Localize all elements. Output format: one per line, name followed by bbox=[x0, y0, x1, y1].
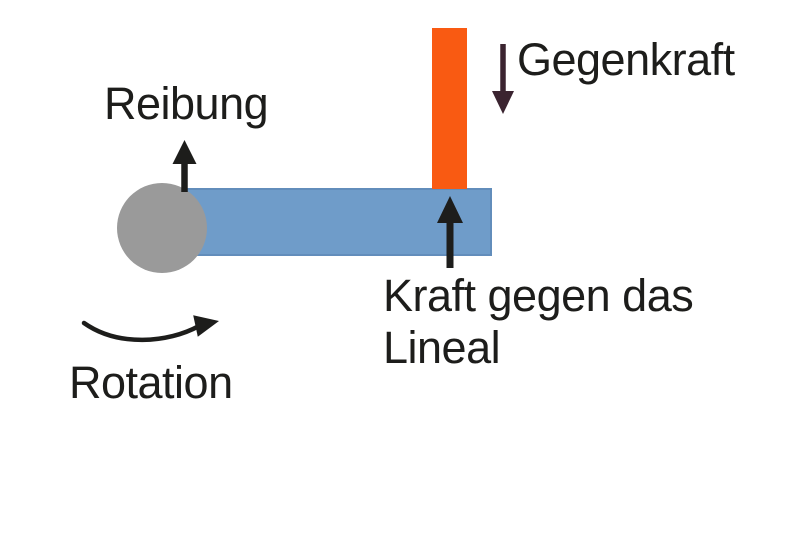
rotation-label: Rotation bbox=[69, 357, 233, 408]
rotation-arrow-head bbox=[193, 315, 219, 337]
rotating-disc bbox=[117, 183, 207, 273]
ruler-bar bbox=[170, 188, 492, 256]
reibung-label: Reibung bbox=[104, 78, 269, 129]
gegenkraft-arrow bbox=[492, 44, 514, 114]
rotation-arrow bbox=[81, 315, 219, 343]
reibung-arrow bbox=[172, 140, 197, 192]
reibung-arrow-head bbox=[172, 140, 197, 164]
rotation-arrow-arc bbox=[81, 320, 202, 343]
orange-rod bbox=[432, 28, 467, 189]
gegenkraft-label: Gegenkraft bbox=[517, 34, 735, 85]
gegenkraft-arrow-head bbox=[492, 91, 514, 114]
kraft-gegen-lineal-label: Kraft gegen das Lineal bbox=[383, 270, 694, 373]
